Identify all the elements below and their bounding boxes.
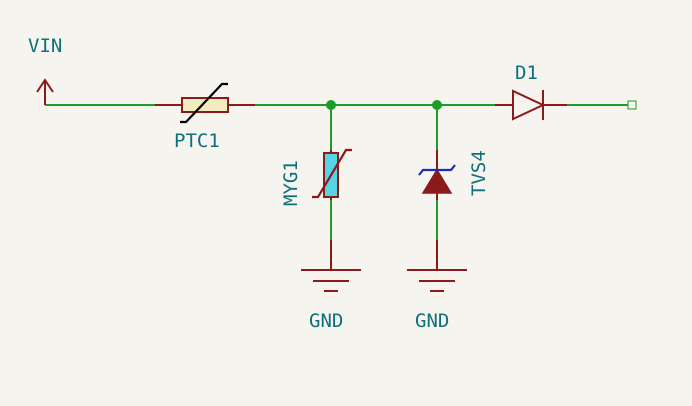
myg1-label: MYG1	[280, 160, 302, 206]
gnd-right-label: GND	[415, 310, 449, 332]
vin-arrow-icon	[36, 78, 54, 93]
myg1-varistor-slash-icon	[312, 148, 352, 199]
vin-label: VIN	[28, 35, 62, 57]
d1-triangle-icon	[512, 89, 546, 121]
d1-label: D1	[515, 62, 538, 84]
ptc1-thermal-slash-icon	[180, 82, 228, 124]
junction-dot-node2	[432, 100, 442, 110]
tvs4-cathode-bar	[418, 164, 456, 176]
junction-dot-node1	[326, 100, 336, 110]
ptc1-label: PTC1	[174, 130, 220, 152]
output-pin[interactable]	[627, 100, 637, 110]
d1-component[interactable]	[495, 89, 567, 121]
tvs4-label: TVS4	[468, 150, 490, 196]
ground-symbol-left	[301, 240, 361, 292]
ptc1-body	[181, 97, 229, 113]
tvs4-component[interactable]	[418, 150, 456, 200]
ptc1-component[interactable]	[155, 82, 255, 124]
vin-power-symbol	[36, 78, 54, 105]
ground-symbol-right	[407, 240, 467, 292]
myg1-component[interactable]	[312, 148, 352, 200]
tvs4-triangle-icon	[421, 168, 453, 194]
gnd-left-label: GND	[309, 310, 343, 332]
wires	[45, 104, 628, 240]
